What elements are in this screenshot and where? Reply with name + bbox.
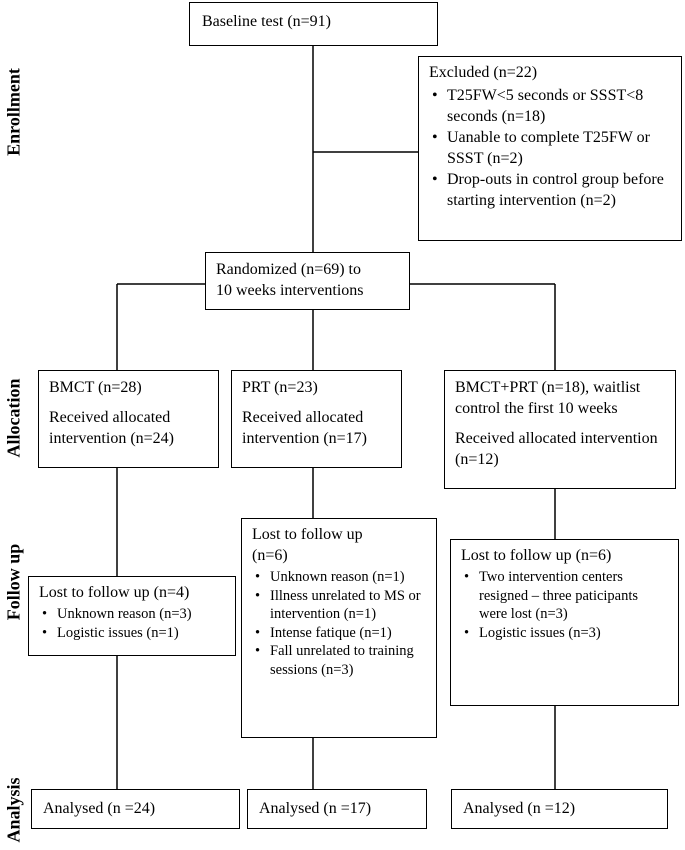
arm2-lost-box: Lost to follow up (n=6) Unknown reason (… [241,518,437,738]
arm2-lost-title: Lost to follow up (n=6) [252,526,363,564]
stage-label-enrollment: Enrollment [3,68,24,156]
excluded-title: Excluded (n=22) [429,64,538,81]
stage-label-follow-up: Follow up [3,543,24,621]
arm2-lost-item: Intense fatique (n=1) [252,624,426,643]
arm2-analysed-text: Analysed (n =17) [259,800,372,817]
arm1-lost-item: Unknown reason (n=3) [39,605,225,624]
arm1-title: BMCT (n=28) [49,379,142,396]
excluded-item: T25FW<5 seconds or SSST<8 seconds (n=18) [429,85,671,127]
arm3-lost-item: Two intervention centers resigned – thre… [461,568,668,624]
arm3-lost-box: Lost to follow up (n=6) Two intervention… [450,539,679,706]
arm3-lost-list: Two intervention centers resigned – thre… [461,568,668,642]
excluded-item: Uanable to complete T25FW or SSST (n=2) [429,127,671,169]
arm2-lost-item: Fall unrelated to training sessions (n=3… [252,642,426,679]
arm3-lost-title: Lost to follow up (n=6) [461,547,612,564]
baseline-text: Baseline test (n=91) [202,13,331,30]
randomized-line1: Randomized (n=69) to [216,261,361,278]
arm2-received: Received allocated intervention (n=17) [242,409,367,447]
arm2-lost-item: Unknown reason (n=1) [252,568,426,587]
stage-label-analysis: Analysis [3,777,24,843]
excluded-box: Excluded (n=22) T25FW<5 seconds or SSST<… [418,56,682,241]
randomized-box: Randomized (n=69) to 10 weeks interventi… [205,252,410,310]
arm2-title: PRT (n=23) [242,379,318,396]
arm1-allocation-box: BMCT (n=28) Received allocated intervent… [38,370,219,468]
arm3-allocation-box: BMCT+PRT (n=18), waitlist control the fi… [444,370,676,489]
arm2-lost-list: Unknown reason (n=1) Illness unrelated t… [252,568,426,679]
arm3-analysed-box: Analysed (n =12) [451,789,668,829]
arm1-lost-item: Logistic issues (n=1) [39,624,225,643]
arm3-analysed-text: Analysed (n =12) [463,800,576,817]
stage-label-allocation: Allocation [3,378,24,458]
arm3-received: Received allocated intervention (n=12) [455,430,658,468]
arm1-received: Received allocated intervention (n=24) [49,409,174,447]
arm1-analysed-text: Analysed (n =24) [43,800,156,817]
baseline-box: Baseline test (n=91) [189,2,438,46]
excluded-list: T25FW<5 seconds or SSST<8 seconds (n=18)… [429,85,671,211]
arm3-lost-item: Logistic issues (n=3) [461,624,668,643]
arm1-lost-list: Unknown reason (n=3) Logistic issues (n=… [39,605,225,642]
arm2-analysed-box: Analysed (n =17) [247,789,427,829]
randomized-line2: 10 weeks interventions [216,282,364,299]
arm1-lost-box: Lost to follow up (n=4) Unknown reason (… [28,576,236,656]
arm1-lost-title: Lost to follow up (n=4) [39,584,190,601]
excluded-item: Drop-outs in control group before starti… [429,169,671,211]
arm2-lost-item: Illness unrelated to MS or intervention … [252,587,426,624]
arm2-allocation-box: PRT (n=23) Received allocated interventi… [231,370,402,468]
arm1-analysed-box: Analysed (n =24) [31,789,240,829]
arm3-title: BMCT+PRT (n=18), waitlist control the fi… [455,379,641,417]
